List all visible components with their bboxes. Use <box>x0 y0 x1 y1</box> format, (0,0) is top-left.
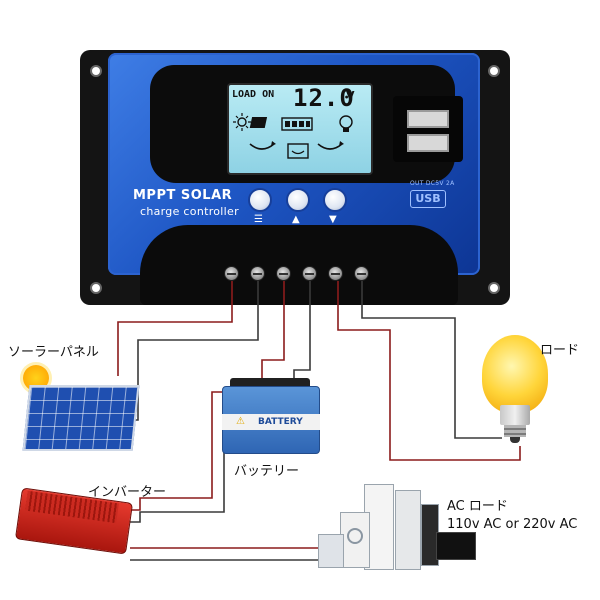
wire-inverter-positive <box>128 391 238 511</box>
solar-panel-icon <box>249 117 268 128</box>
load-label: ロード <box>540 343 580 358</box>
battery-top <box>230 378 310 388</box>
bulb-neck <box>500 405 530 425</box>
bulb-glass <box>482 335 548 413</box>
tv-icon <box>436 532 476 560</box>
terminal-screw[interactable] <box>276 266 291 281</box>
solar-panel-icon <box>22 385 140 451</box>
mount-hole <box>488 65 500 77</box>
up-button[interactable] <box>286 188 310 212</box>
washer-door-icon <box>347 528 363 544</box>
up-button-label: ▲ <box>292 214 300 225</box>
terminal-block <box>140 225 458 305</box>
wire-battery-negative <box>293 281 311 380</box>
ac-load-voltage: 110v AC or 220v AC <box>447 517 578 532</box>
mount-hole <box>90 65 102 77</box>
menu-button[interactable] <box>248 188 272 212</box>
usb-slot[interactable] <box>407 110 449 128</box>
wire-solar-negative <box>134 281 259 421</box>
warning-icon: ⚠ <box>236 416 245 427</box>
terminal-screw[interactable] <box>354 266 369 281</box>
lcd-mode-label: LOAD ON <box>232 89 275 100</box>
usb-output-label: OUT DC5V 2A <box>410 180 455 187</box>
wire-solar-positive <box>117 281 233 376</box>
mount-hole <box>90 282 102 294</box>
usb-icon: USB <box>410 190 446 208</box>
flow-arrows <box>249 141 344 159</box>
menu-button-label: ☰ <box>254 214 263 225</box>
bulb-icon <box>339 115 353 132</box>
terminal-screw[interactable] <box>224 266 239 281</box>
refrigerator-icon <box>395 490 421 570</box>
lcd-unit: V <box>346 89 355 102</box>
terminal-screw[interactable] <box>328 266 343 281</box>
bulb-base <box>504 425 526 437</box>
brand-subtitle: charge controller <box>140 205 239 218</box>
terminal-screw[interactable] <box>250 266 265 281</box>
wire-battery-positive <box>261 281 285 378</box>
wire-load-negative <box>361 281 502 439</box>
sun-icon <box>233 113 251 131</box>
usb-slot[interactable] <box>407 134 449 152</box>
microwave-icon <box>318 534 344 568</box>
solar-panel-label: ソーラーパネル <box>8 345 99 360</box>
battery-label-stripe <box>222 414 320 430</box>
terminal-screw[interactable] <box>302 266 317 281</box>
ac-load-title: AC ロード <box>447 499 508 514</box>
down-button[interactable] <box>323 188 347 212</box>
brand-title: MPPT SOLAR <box>133 188 233 203</box>
wire-load-positive <box>337 281 521 461</box>
inverter-label: インバーター <box>88 485 167 500</box>
mount-hole <box>488 282 500 294</box>
battery-sticker-text: BATTERY <box>258 417 303 427</box>
down-button-label: ▼ <box>329 214 337 225</box>
lcd-icons <box>233 113 353 159</box>
bulb-tip <box>510 437 520 443</box>
ac-load-label: AC ロード 110v AC or 220v AC <box>447 498 577 534</box>
lcd-voltage: 12.0 <box>293 84 355 112</box>
battery-icon <box>281 117 313 131</box>
battery-label: バッテリー <box>234 464 300 479</box>
